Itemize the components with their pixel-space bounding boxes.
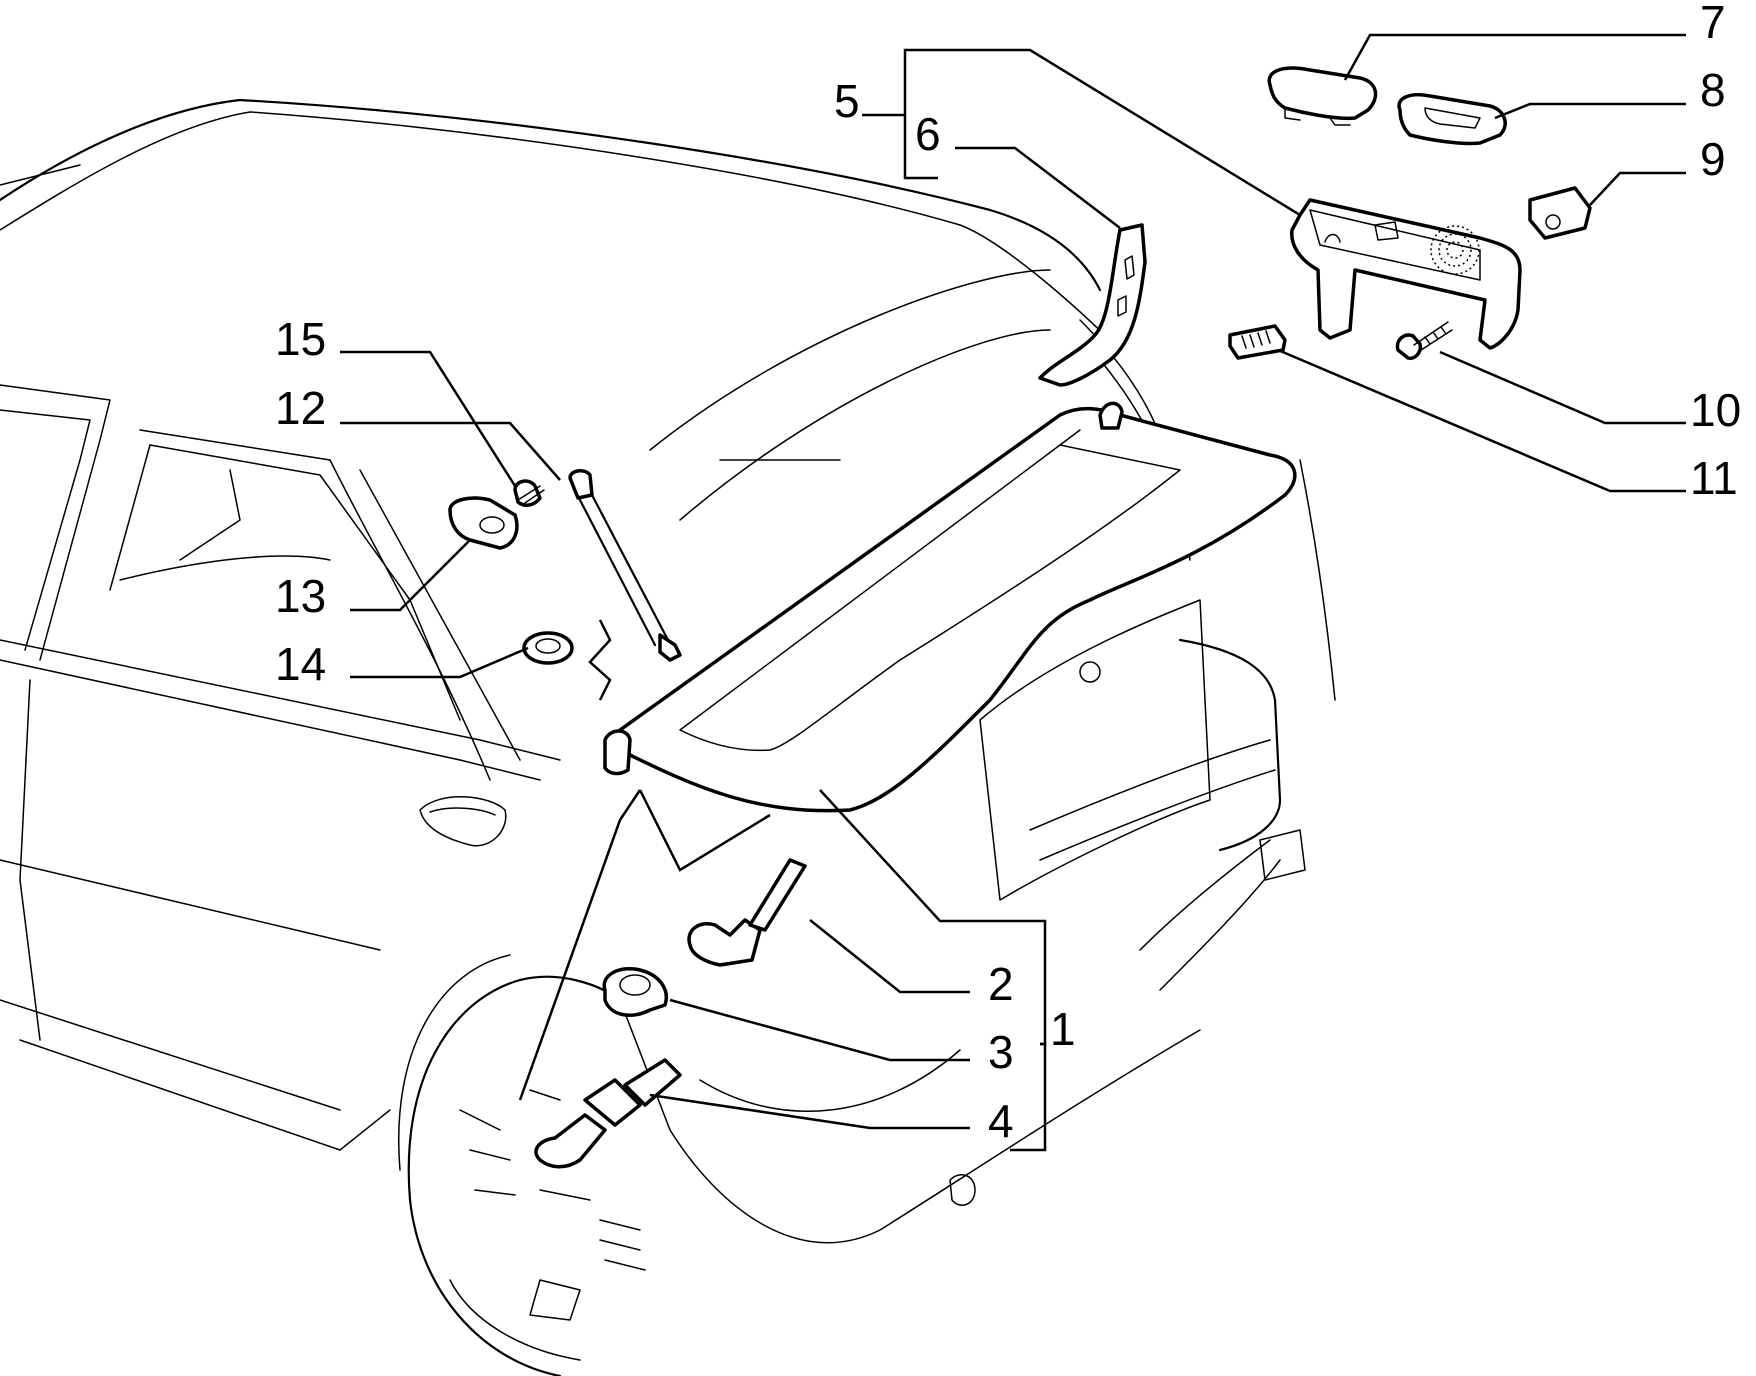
callout-4: 4 [988, 1095, 1014, 1147]
bush [602, 967, 668, 1017]
callout-15: 15 [275, 313, 326, 365]
callout-7: 7 [1700, 0, 1726, 48]
callout-6: 6 [915, 108, 941, 160]
parcel-shelf [603, 401, 1297, 813]
callout-5: 5 [834, 75, 860, 127]
cover-cap [1267, 66, 1378, 126]
callout-14: 14 [275, 638, 326, 690]
callout-12: 12 [275, 382, 326, 434]
pivot-pin [687, 858, 807, 967]
speaker-grille [1430, 225, 1480, 275]
spindle [534, 1058, 682, 1169]
callout-9: 9 [1700, 133, 1726, 185]
clip-insert [1228, 324, 1287, 360]
car-body-outline [0, 98, 1336, 1376]
callout-2: 2 [988, 958, 1014, 1010]
leader-lines [340, 33, 1686, 1152]
screw [1395, 321, 1453, 361]
callout-10: 10 [1690, 384, 1741, 436]
support-bracket [1038, 223, 1147, 387]
hinge-bracket [448, 496, 519, 550]
speaker-housing [1290, 198, 1522, 350]
washer [522, 631, 574, 665]
callout-8: 8 [1700, 64, 1726, 116]
support-strap [568, 469, 682, 662]
grommet [1528, 186, 1592, 240]
callout-11: 11 [1690, 452, 1738, 504]
pin-clip [513, 479, 545, 507]
callout-labels: 1 2 3 4 5 6 7 8 9 10 11 12 13 14 15 [275, 0, 1741, 1147]
callout-3: 3 [988, 1026, 1014, 1078]
clip-frame [1397, 93, 1507, 146]
callout-1: 1 [1050, 1003, 1076, 1055]
callout-13: 13 [275, 570, 326, 622]
